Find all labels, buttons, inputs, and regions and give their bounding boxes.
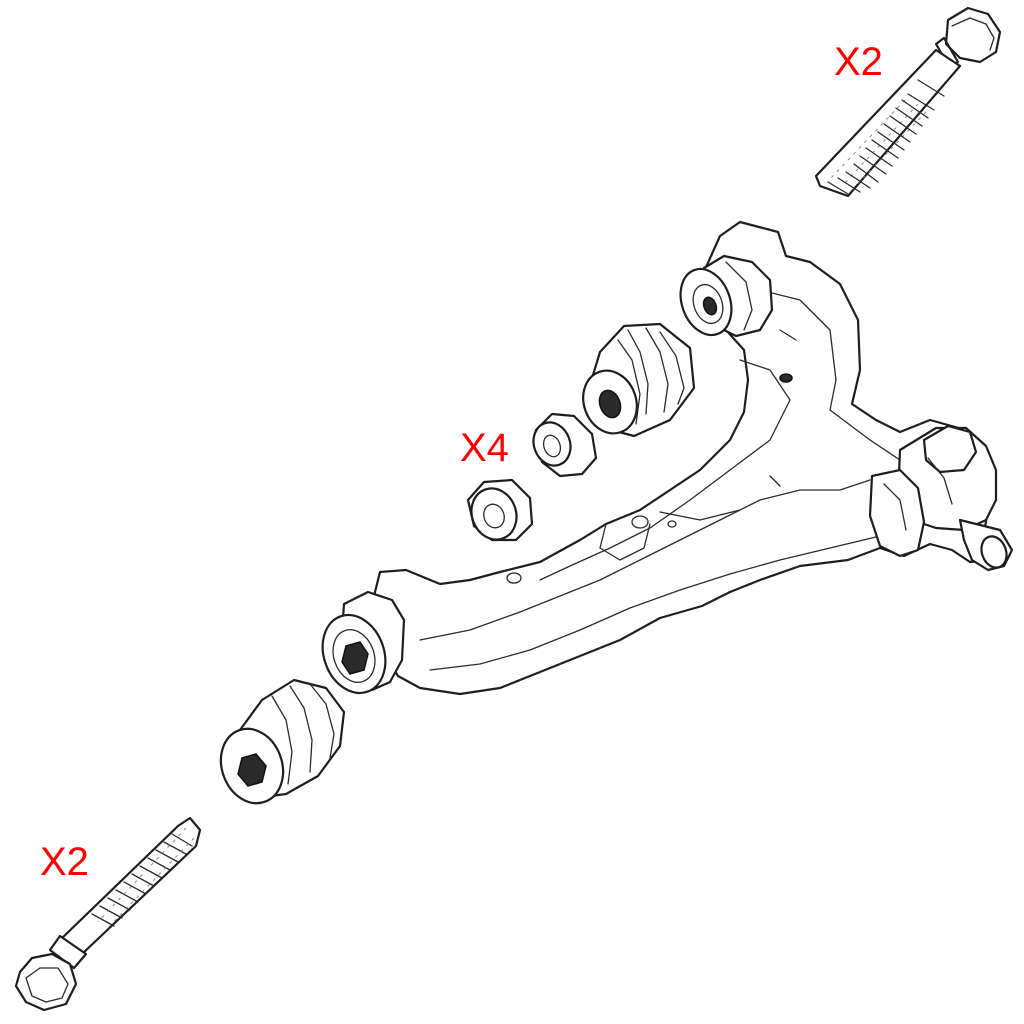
control-arm-body	[338, 220, 1014, 696]
upper-rubber-bushing	[582, 322, 696, 438]
bolt-top-right	[814, 6, 1002, 198]
washer-upper	[532, 412, 598, 478]
rear-arm-bushing	[679, 267, 733, 337]
bolt-quantity-label: X2	[834, 40, 883, 84]
lower-rubber-bushing	[219, 678, 346, 805]
bolt-quantity-label: X2	[40, 840, 89, 884]
bolt-bottom-left	[14, 816, 202, 1012]
washer-lower	[466, 478, 534, 542]
front-arm-bushing	[321, 613, 387, 695]
washer-quantity-label: X4	[460, 426, 509, 470]
